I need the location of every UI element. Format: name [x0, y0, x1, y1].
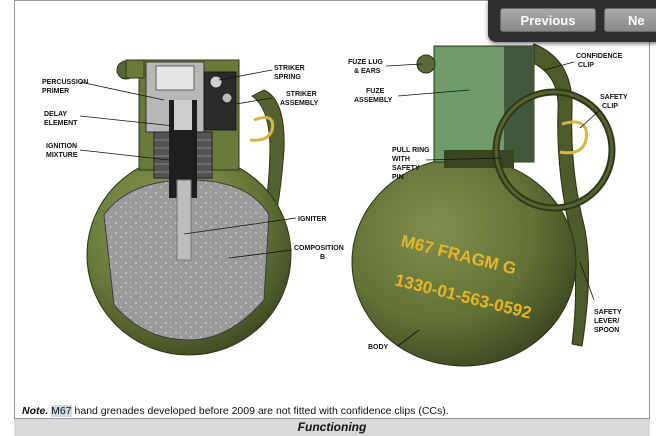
figure-note: Note. M67 hand grenades developed before…	[22, 404, 642, 418]
note-highlighted-term: M67	[51, 405, 72, 417]
section-heading-functioning: Functioning	[14, 418, 650, 436]
leader-striker-spring	[218, 69, 273, 81]
label-delay-element: DELAY ELEMENT	[44, 111, 78, 127]
label-fuze-lug: FUZE LUG & EARS	[348, 59, 385, 75]
leader-delay-element	[79, 115, 175, 127]
label-fuze-assembly: FUZE ASSEMBLY	[354, 88, 393, 104]
cutaway-grenade	[79, 59, 297, 356]
leader-percussion-primer	[79, 81, 165, 101]
label-pull-ring: PULL RING WITH SAFETY PIN	[392, 147, 432, 181]
leader-fuze-lug	[385, 63, 423, 67]
left-gutter	[0, 0, 14, 436]
label-percussion-primer: PERCUSSION PRIMER	[42, 79, 90, 95]
navigation-panel: Previous Ne	[488, 0, 656, 42]
leader-safety-clip	[579, 109, 601, 129]
leader-composition-b	[228, 249, 293, 259]
label-body: BODY	[368, 344, 389, 351]
note-text: hand grenades developed before 2009 are …	[71, 405, 449, 417]
leader-striker-assembly	[235, 97, 273, 105]
leader-fuze-assembly	[397, 89, 470, 97]
label-confidence-clip: CONFIDENCE CLIP	[576, 53, 624, 69]
leader-safety-lever	[579, 261, 595, 301]
leader-igniter	[183, 217, 297, 235]
grenade-diagram: PERCUSSION PRIMER DELAY ELEMENT IGNITION…	[42, 43, 629, 367]
label-composition-b: COMPOSITION B	[294, 245, 346, 261]
leader-body	[397, 329, 420, 347]
label-ignition-mixture: IGNITION MIXTURE	[46, 143, 79, 159]
label-igniter: IGNITER	[298, 216, 326, 223]
leader-ignition-mixture	[79, 149, 170, 161]
previous-button[interactable]: Previous	[500, 8, 596, 32]
next-button[interactable]: Ne	[604, 8, 656, 32]
label-safety-clip: SAFETY CLIP	[600, 94, 629, 110]
label-striker-assembly: STRIKER ASSEMBLY	[280, 91, 319, 107]
leader-confidence-clip	[543, 61, 575, 71]
leader-pull-ring	[425, 157, 503, 161]
exterior-grenade: M67 FRAGM G 1330-01-563-0592	[351, 43, 616, 367]
note-label: Note.	[22, 405, 49, 417]
label-safety-lever: SAFETY LEVER/ SPOON	[594, 309, 623, 334]
label-striker-spring: STRIKER SPRING	[274, 65, 307, 81]
